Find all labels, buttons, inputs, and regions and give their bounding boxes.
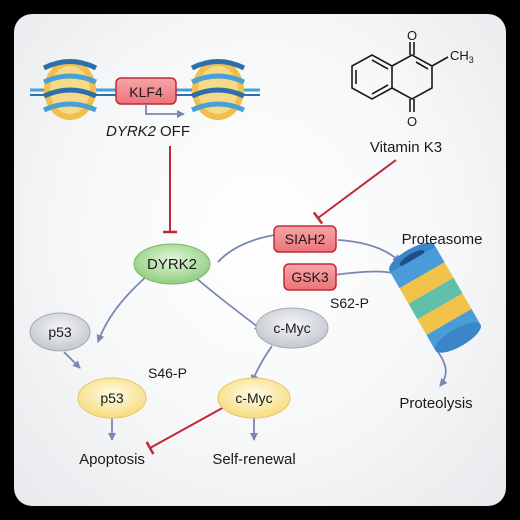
vitamin-k3-molecule-icon — [351, 42, 449, 112]
klf4-label: KLF4 — [129, 84, 163, 100]
gsk3-label: GSK3 — [291, 269, 329, 285]
s46p-label: S46-P — [148, 365, 187, 381]
p53-to-p53p-arrow — [63, 351, 81, 369]
dyrk2-to-p53-arrow — [96, 274, 149, 343]
p53-lower-node — [77, 377, 147, 419]
siah2-box — [273, 225, 337, 253]
proteasome-icon — [389, 242, 481, 353]
inhibit-cmyc-to-apoptosis — [145, 405, 227, 455]
gsk3-to-proteasome-arrow — [325, 269, 403, 277]
nucleosome-left-icon — [42, 59, 98, 120]
transcription-arrow — [145, 104, 185, 118]
cmyc-lower-node — [217, 377, 291, 419]
cmyc-lower-label: c-Myc — [235, 390, 272, 406]
proteasome-label: Proteasome — [402, 231, 483, 248]
inhibit-vitk3-to-siah2 — [312, 159, 397, 225]
apoptosis-label: Apoptosis — [79, 451, 145, 468]
oxygen-bottom-label: O — [407, 114, 417, 129]
cmyc-to-cmycp-arrow — [250, 345, 273, 383]
p53-upper-label: p53 — [48, 324, 72, 340]
dyrk2-label: DYRK2 — [147, 256, 197, 273]
cmyc-upper-label: c-Myc — [273, 320, 310, 336]
oxygen-top-label: O — [407, 28, 417, 43]
siah2-label: SIAH2 — [285, 231, 326, 247]
siah2-to-proteasome-arrow — [337, 239, 401, 263]
p53-lower-label: p53 — [100, 390, 124, 406]
proteasome-to-proteolysis-arrow — [437, 351, 448, 387]
nucleosome-right-icon — [190, 59, 246, 120]
s62p-label: S62-P — [330, 295, 369, 311]
p53-upper-node — [29, 312, 91, 352]
dyrk2-node — [133, 243, 211, 285]
gsk3-box — [283, 263, 337, 291]
dyrk2-gene-label: DYRK2 — [106, 123, 157, 140]
dyrk2-to-cmyc-arrow — [195, 277, 263, 331]
off-label: OFF — [160, 123, 190, 140]
cmyc-upper-node — [255, 307, 329, 349]
self-renewal-label: Self-renewal — [212, 451, 295, 468]
vitamin-k3-label: Vitamin K3 — [370, 139, 442, 156]
methyl-label: CH3 — [450, 48, 474, 65]
proteolysis-label: Proteolysis — [399, 395, 472, 412]
